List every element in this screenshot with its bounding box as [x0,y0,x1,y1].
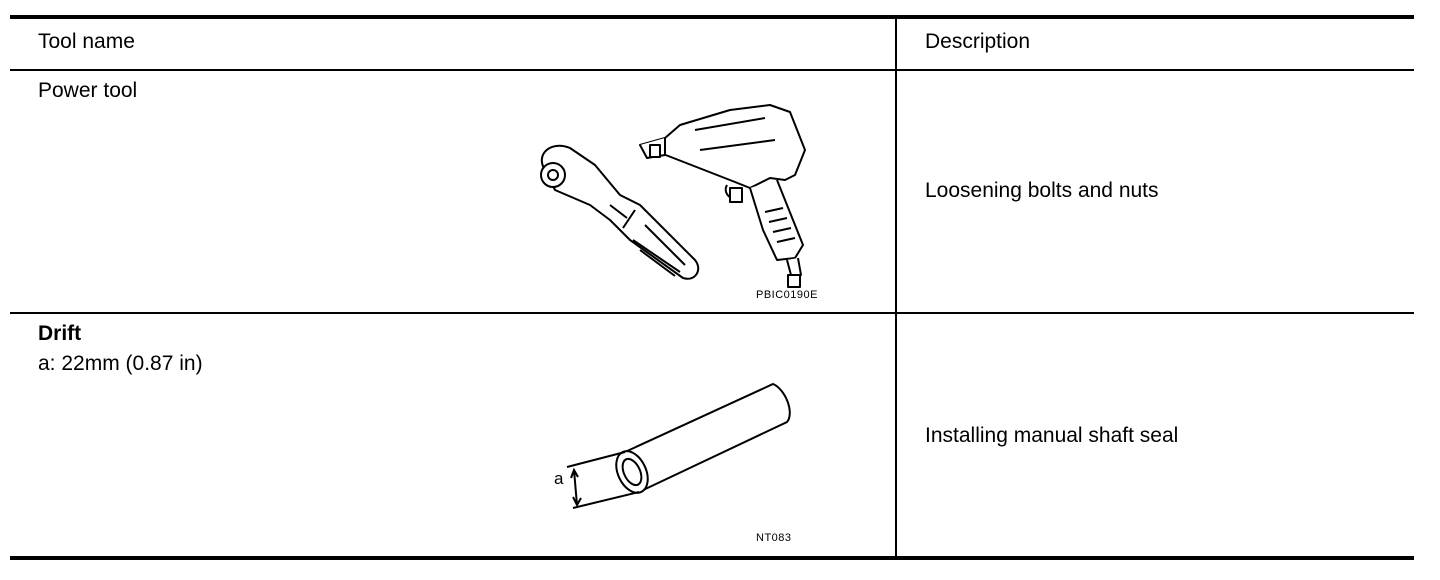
column-divider [895,19,897,556]
row-drift-detail: a: 22mm (0.87 in) [38,352,203,375]
row-power-tool-description: Loosening bolts and nuts [925,179,1159,202]
drift-dimension-label: a [554,469,564,488]
drift-figure [566,382,791,509]
header-tool-name: Tool name [38,30,135,53]
row-power-tool-name: Power tool [38,79,138,102]
power-tool-figure-code: PBIC0190E [756,289,818,301]
header-divider [10,69,1414,71]
row-drift-name: Drift [38,322,82,345]
power-tool-figure [540,104,806,288]
drift-tube-icon [566,382,791,509]
table-top-rule [10,15,1414,19]
drift-figure-code: NT083 [756,532,792,544]
row-divider [10,312,1414,314]
row-drift-description: Installing manual shaft seal [925,424,1179,447]
header-description: Description [925,30,1031,53]
ratchet-wrench-icon [540,144,700,280]
table-bottom-rule [10,556,1414,560]
tool-table: Tool name Description Power tool Looseni… [10,15,1414,560]
impact-wrench-icon [639,104,806,288]
